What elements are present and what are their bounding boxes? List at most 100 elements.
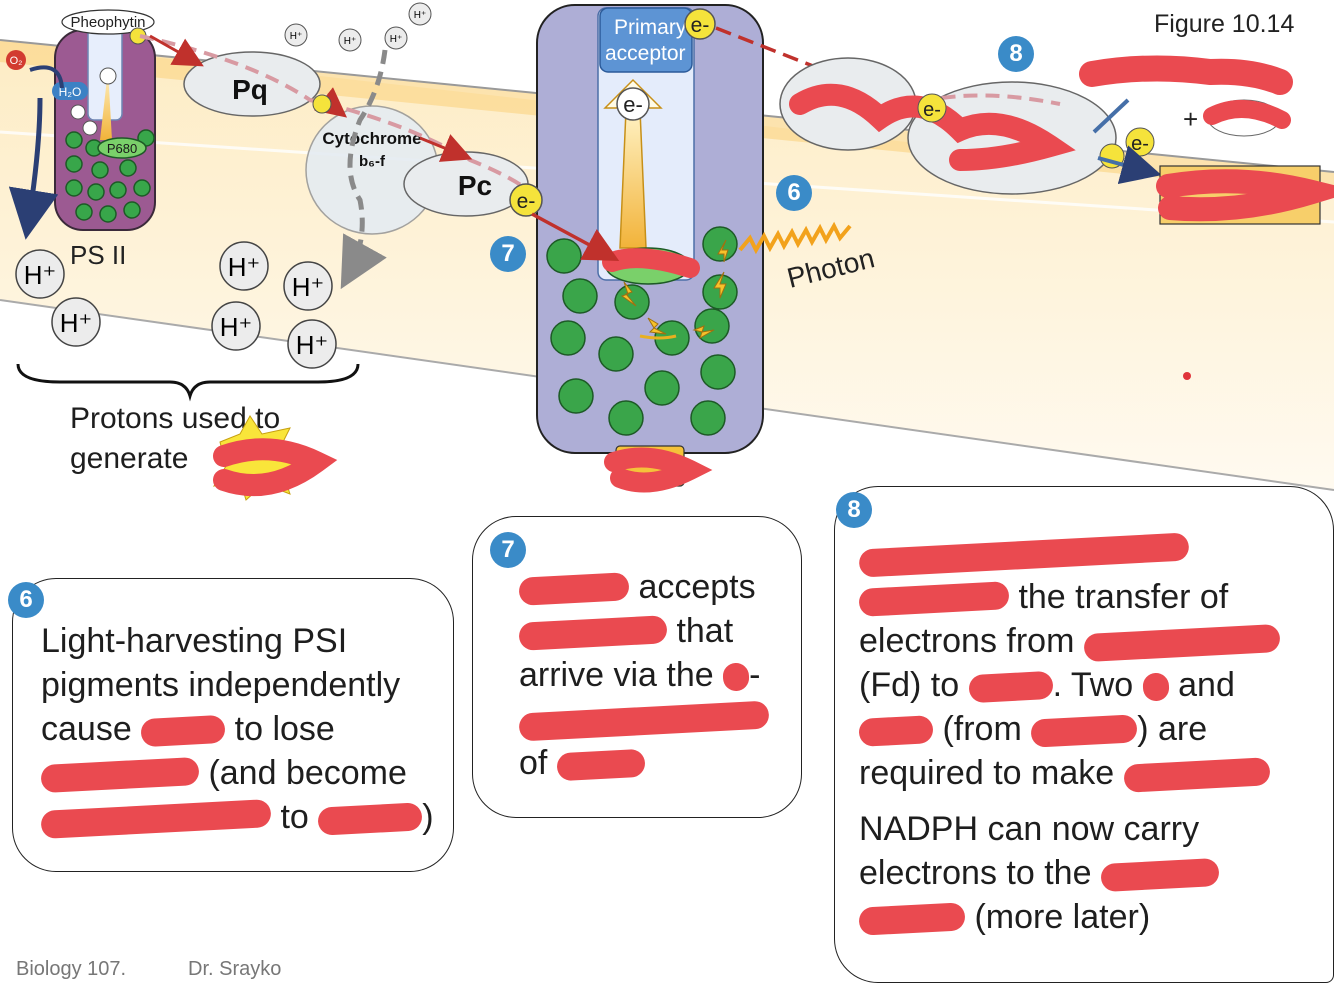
svg-text:Pq: Pq <box>232 74 268 105</box>
proton-pump-path <box>340 49 388 290</box>
p680-reaction-center <box>97 137 147 159</box>
electron-primary <box>684 8 716 40</box>
redaction <box>858 902 966 936</box>
pheophytin-box <box>61 9 155 35</box>
svg-text:O₂: O₂ <box>10 55 23 67</box>
svg-text:b₆-f: b₆-f <box>359 153 386 170</box>
box6-line1: Light-harvesting PSI <box>41 622 348 660</box>
redaction <box>518 700 770 742</box>
ferredoxin-complex: e- e- <box>779 57 1162 195</box>
svg-text:acceptor: acceptor <box>605 42 686 65</box>
svg-text:H⁺: H⁺ <box>290 31 303 42</box>
box7-line2: that <box>518 609 801 653</box>
box6-line5: to ) <box>40 795 453 840</box>
step-8-box: the transfer of electrons from (Fd) to .… <box>834 486 1334 983</box>
box8-line6: required to make <box>859 751 1333 795</box>
primary-acceptor <box>599 7 693 73</box>
redaction <box>40 799 272 840</box>
chlorophyll-cluster-ps2 <box>65 129 155 223</box>
proton-group: H⁺ H⁺ H⁺ H⁺ H⁺ H⁺ H⁺ H⁺ H⁺ H⁺ <box>15 2 432 369</box>
box6-line4: (and become <box>40 751 453 795</box>
redaction <box>858 581 1010 617</box>
svg-text:H⁺: H⁺ <box>390 34 403 45</box>
redaction <box>967 670 1054 704</box>
redaction <box>518 572 630 606</box>
svg-text:Primary: Primary <box>614 16 687 39</box>
footer-instructor: Dr. Srayko <box>188 958 282 980</box>
svg-text:Cytochrome: Cytochrome <box>322 129 421 148</box>
redaction <box>1083 623 1281 663</box>
svg-text:H⁺: H⁺ <box>344 36 357 47</box>
redaction <box>140 714 226 748</box>
step-7-box: accepts that arrive via the - of <box>472 516 802 818</box>
box8-line2: the transfer of <box>858 575 1333 619</box>
redaction <box>40 756 200 794</box>
redaction <box>1100 857 1220 893</box>
ps2-label: PS II <box>70 240 126 270</box>
box8-line7: NADPH can now carry <box>859 810 1200 848</box>
electron-arrow-pc <box>419 134 473 162</box>
box7-line5: of <box>519 741 801 785</box>
o2-icon <box>6 50 26 70</box>
svg-text:e-: e- <box>691 14 710 37</box>
box6-line3: cause to lose <box>41 710 335 748</box>
svg-text:P680: P680 <box>107 141 137 156</box>
svg-text:e-: e- <box>923 99 941 121</box>
redaction <box>1141 672 1170 702</box>
electron-path-dashed <box>139 34 542 202</box>
step-badge-6-box: 6 <box>8 582 44 618</box>
footer-course: Biology 107. <box>16 958 127 980</box>
svg-text:e-: e- <box>1131 133 1149 155</box>
electron-arrow-cyt <box>314 87 348 118</box>
step-badge-8-box: 8 <box>836 492 872 528</box>
redaction <box>1122 757 1271 793</box>
box7-line1: accepts <box>518 565 801 609</box>
redaction <box>317 802 423 836</box>
svg-text:e-: e- <box>623 92 643 117</box>
box8-line9: (more later) <box>858 895 1333 939</box>
svg-text:H⁺: H⁺ <box>292 272 325 302</box>
figure-label: Figure 10.14 <box>1154 10 1295 38</box>
photosystem-2: P680 Pheophytin O₂ H₂O PS II <box>6 9 156 270</box>
electron-arrow-pq <box>149 34 204 67</box>
photon-wave <box>738 221 852 255</box>
svg-text:H⁺: H⁺ <box>220 312 253 342</box>
electron-cytochrome <box>312 94 332 114</box>
electron-pc <box>509 183 543 217</box>
box8-line5: (from ) are <box>858 707 1333 751</box>
svg-text:Pc: Pc <box>458 170 492 201</box>
svg-text:H₂O: H₂O <box>59 85 82 99</box>
box8-line3: electrons from <box>859 619 1333 663</box>
svg-text:H⁺: H⁺ <box>60 308 93 338</box>
photosystem-1: Primary acceptor e- <box>536 4 764 493</box>
svg-text:H⁺: H⁺ <box>414 10 427 21</box>
svg-text:H⁺: H⁺ <box>228 252 261 282</box>
redaction <box>556 748 646 782</box>
step-6-box: Light-harvesting PSI pigments independen… <box>12 578 454 872</box>
redaction <box>722 662 750 692</box>
box8-line1 <box>858 531 1333 578</box>
redaction <box>518 615 668 651</box>
redaction <box>1030 714 1138 748</box>
protons-brace <box>16 363 360 402</box>
step-badge-7-diagram: 7 <box>490 236 526 272</box>
box7-line4 <box>518 697 801 742</box>
step-badge-6-diagram: 6 <box>776 175 812 211</box>
box6-line2: pigments independently <box>41 666 401 704</box>
step-badge-7-box: 7 <box>490 532 526 568</box>
redaction <box>858 532 1190 578</box>
step-badge-8-diagram: 8 <box>998 36 1034 72</box>
electron-arrow-to-ps1 <box>531 212 620 261</box>
pq-carrier <box>183 51 321 117</box>
box7-line3: arrive via the - <box>519 656 761 694</box>
box8-line8: electrons to the <box>859 851 1333 895</box>
redaction <box>858 715 934 747</box>
energy-transfer-bolts <box>620 239 729 340</box>
protons-caption-line2: generate <box>70 442 188 475</box>
box8-line4: (Fd) to . Two and <box>859 666 1235 704</box>
plus-sign: + <box>1183 104 1198 134</box>
svg-text:e-: e- <box>517 190 536 213</box>
svg-text:H⁺: H⁺ <box>296 330 329 360</box>
svg-text:H⁺: H⁺ <box>24 260 57 290</box>
